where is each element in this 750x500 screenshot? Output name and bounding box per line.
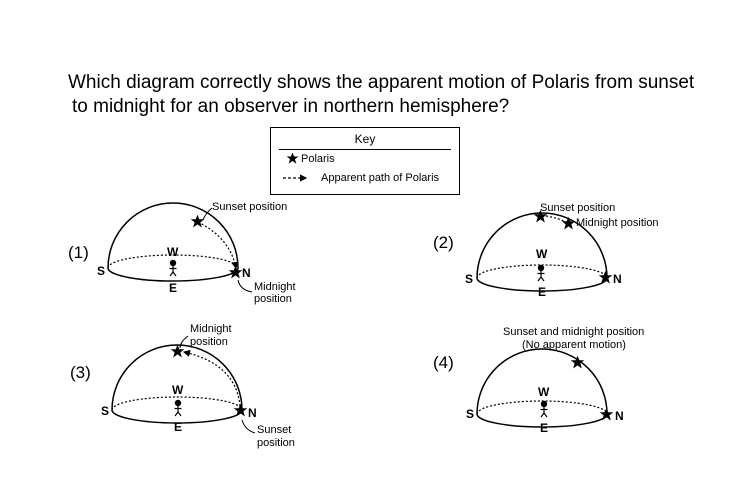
- diagram-3-midnight-star-icon: [170, 344, 185, 358]
- diagram-1-apparent-path: [197, 221, 239, 270]
- key-title: Key: [354, 132, 376, 146]
- diagram-3: (3) W E S N Midnight position Sunset pos…: [70, 323, 295, 449]
- question-line-1: Which diagram correctly shows the appare…: [68, 72, 695, 93]
- diagram-3-north: N: [248, 406, 257, 420]
- diagram-3-south: S: [101, 404, 109, 418]
- diagram-4-north: N: [615, 409, 624, 423]
- diagram-4-label: (4): [433, 353, 454, 372]
- diagram-2-label: (2): [433, 233, 454, 252]
- diagram-4-note-2: (No apparent motion): [522, 339, 626, 351]
- diagram-3-horizon-front: [111, 409, 243, 424]
- diagram-3-sunset-leader: [241, 419, 256, 434]
- diagram-2-midnight-note: Midnight position: [576, 217, 659, 229]
- diagram-3-label: (3): [70, 363, 91, 382]
- diagram-4-note-1: Sunset and midnight position: [503, 326, 644, 338]
- diagram-3-sky-dome: [111, 344, 243, 411]
- diagram-1-label: (1): [68, 243, 89, 262]
- diagram-4-east: E: [540, 421, 548, 435]
- diagram-2-sky-dome: [476, 212, 608, 279]
- diagram-3-sunset-note-1: Sunset: [257, 424, 291, 436]
- diagram-4: (4) W E S N Sunset and midnight position…: [433, 326, 644, 435]
- diagram-4-south: S: [466, 407, 474, 421]
- diagram-2: (2) W E S N Sunset position Midnight pos…: [433, 202, 659, 299]
- diagram-3-apparent-path: [182, 349, 241, 407]
- key-polaris-label: Polaris: [301, 153, 335, 165]
- diagram-1-sky-dome: [107, 202, 239, 269]
- diagram-1-sunset-note: Sunset position: [212, 201, 287, 213]
- diagram-4-observer-icon: [539, 400, 549, 418]
- diagram-2-west: W: [536, 247, 548, 261]
- diagram-1-north: N: [242, 266, 251, 280]
- diagram-3-midnight-note-2: position: [190, 336, 228, 348]
- diagram-2-observer-icon: [536, 264, 546, 282]
- diagram-2-apparent-path: [545, 215, 567, 223]
- diagram-4-west: W: [538, 385, 550, 399]
- key-path-label: Apparent path of Polaris: [321, 172, 440, 184]
- diagram-4-horizon-back: [476, 400, 608, 415]
- diagram-1-horizon-back: [107, 254, 239, 269]
- diagram-1-sunset-star-icon: [190, 214, 205, 228]
- diagram-1-east: E: [169, 281, 177, 295]
- diagram-4-sky-dome: [476, 348, 608, 415]
- diagram-3-east: E: [174, 420, 182, 434]
- diagram-1-midnight-note-1: Midnight: [254, 281, 296, 293]
- diagram-3-midnight-leader: [179, 335, 189, 349]
- diagram-2-south: S: [465, 272, 473, 286]
- diagram-1-horizon-front: [107, 267, 239, 282]
- diagram-2-east: E: [538, 285, 546, 299]
- diagram-3-midnight-note-1: Midnight: [190, 323, 232, 335]
- diagram-1-midnight-star-icon: [228, 265, 243, 279]
- diagram-1-midnight-leader: [237, 279, 253, 293]
- key-star-icon: [286, 152, 299, 164]
- diagram-1-midnight-note-2: position: [254, 293, 292, 305]
- key-box: Key Polaris Apparent path of Polaris: [270, 127, 460, 195]
- diagram-3-sunset-star-icon: [233, 403, 248, 417]
- diagram-3-observer-icon: [173, 399, 183, 417]
- diagram-1-observer-icon: [168, 259, 178, 277]
- diagram-2-horizon-front: [476, 277, 608, 292]
- diagram-2-midnight-star-icon: [561, 216, 576, 230]
- key-divider: [279, 149, 451, 150]
- question-line-2: to midnight for an observer in northern …: [72, 96, 510, 117]
- diagram-4-horizon-front: [476, 413, 608, 428]
- diagram-2-sunset-note: Sunset position: [540, 202, 615, 214]
- diagram-1: (1) W E S N Sunset position Midnight pos…: [68, 201, 296, 305]
- diagram-3-horizon-back: [111, 396, 243, 411]
- diagram-1-south: S: [97, 264, 105, 278]
- diagram-1-west: W: [167, 245, 179, 259]
- diagram-1-sunset-leader: [202, 207, 213, 221]
- diagram-3-sunset-note-2: position: [257, 437, 295, 449]
- diagram-3-west: W: [172, 383, 184, 397]
- diagram-2-north: N: [613, 272, 622, 286]
